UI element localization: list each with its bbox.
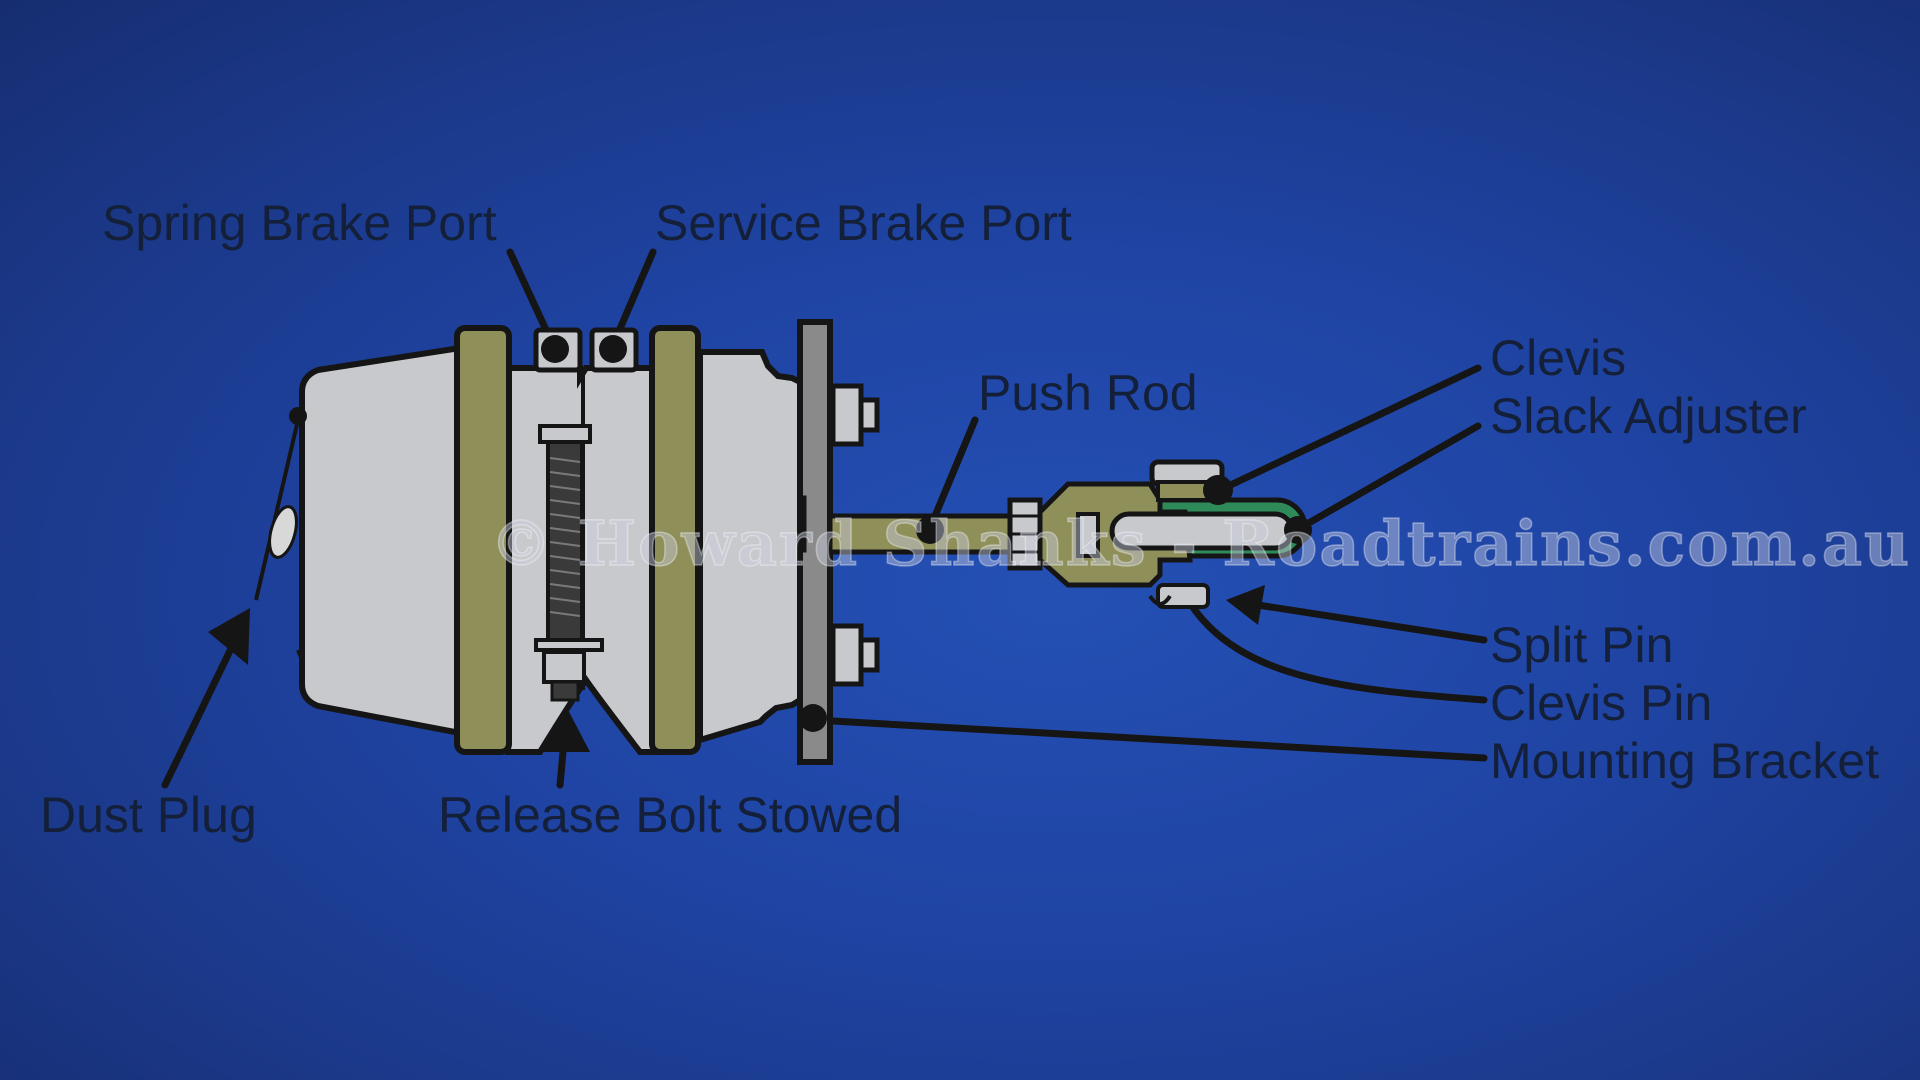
dust-plug-leader [161, 626, 244, 789]
label-clevis-pin: Clevis Pin [1490, 675, 1712, 731]
release-bolt-arrowhead [540, 708, 590, 752]
mounting-bolts [830, 383, 880, 687]
service-chamber [697, 349, 803, 745]
dust-plug-arrowhead [208, 608, 250, 665]
arrowheads [208, 585, 1265, 752]
slack-adjuster-leader [1296, 422, 1482, 532]
label-push-rod: Push Rod [978, 365, 1198, 421]
push-rod-leader [926, 416, 979, 532]
leader-lines [161, 248, 1488, 789]
label-dust-plug: Dust Plug [40, 787, 257, 843]
clamp-bands [454, 325, 701, 755]
clevis-leader [1216, 364, 1482, 494]
connector-dots [799, 475, 1312, 732]
mounting-bracket-leader [811, 716, 1488, 762]
split-pin [1148, 594, 1172, 606]
split-pin-leader [1241, 599, 1488, 644]
dust-plug [254, 407, 307, 601]
label-slack-adjuster: Slack Adjuster [1490, 388, 1807, 444]
label-service-brake-port: Service Brake Port [655, 195, 1072, 251]
release-bolt-stowed [534, 424, 604, 702]
label-clevis: Clevis [1490, 330, 1626, 386]
label-release-bolt-stowed: Release Bolt Stowed [438, 787, 902, 843]
watermark-text: © Howard Shanks - Roadtrains.com.au [490, 507, 1911, 580]
service-brake-port [589, 327, 639, 373]
split-pin-arrowhead [1226, 585, 1265, 625]
label-spring-brake-port: Spring Brake Port [102, 195, 497, 251]
label-mounting-bracket: Mounting Bracket [1490, 733, 1879, 789]
label-split-pin: Split Pin [1490, 617, 1673, 673]
clevis-pin-leader [1186, 599, 1488, 704]
spring-chamber [296, 344, 463, 737]
spring-brake-port [533, 327, 583, 373]
